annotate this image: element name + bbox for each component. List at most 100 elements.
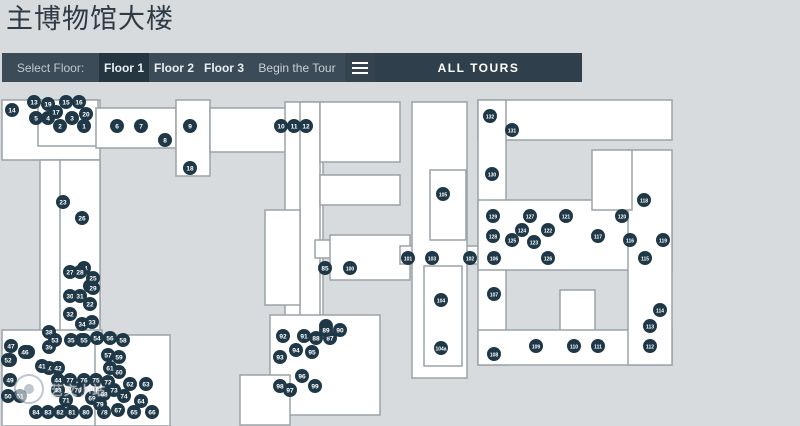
exhibit-marker-90[interactable]: 90 xyxy=(333,323,347,337)
exhibit-marker-8[interactable]: 8 xyxy=(158,133,172,147)
exhibit-marker-77[interactable]: 77 xyxy=(63,373,77,387)
exhibit-marker-125[interactable]: 125 xyxy=(505,233,519,247)
begin-tour-button[interactable]: Begin the Tour xyxy=(258,60,336,75)
exhibit-marker-18[interactable]: 18 xyxy=(183,161,197,175)
exhibit-marker-104a[interactable]: 104a xyxy=(434,341,448,355)
exhibit-marker-10[interactable]: 10 xyxy=(274,119,288,133)
exhibit-marker-100[interactable]: 100 xyxy=(343,261,357,275)
exhibit-marker-43[interactable]: 43 xyxy=(51,383,65,397)
exhibit-marker-13[interactable]: 13 xyxy=(27,95,41,109)
exhibit-marker-131[interactable]: 131 xyxy=(505,123,519,137)
exhibit-marker-107[interactable]: 107 xyxy=(487,287,501,301)
exhibit-marker-116[interactable]: 116 xyxy=(623,233,637,247)
exhibit-marker-102[interactable]: 102 xyxy=(463,251,477,265)
exhibit-marker-105[interactable]: 105 xyxy=(436,187,450,201)
exhibit-marker-106[interactable]: 106 xyxy=(487,251,501,265)
exhibit-marker-123[interactable]: 123 xyxy=(527,235,541,249)
exhibit-marker-83[interactable]: 83 xyxy=(41,405,55,419)
exhibit-marker-126[interactable]: 126 xyxy=(541,251,555,265)
exhibit-marker-114[interactable]: 114 xyxy=(653,303,667,317)
exhibit-marker-14[interactable]: 14 xyxy=(5,103,19,117)
exhibit-marker-41[interactable]: 41 xyxy=(35,359,49,373)
exhibit-marker-64[interactable]: 64 xyxy=(134,394,148,408)
exhibit-marker-61[interactable]: 61 xyxy=(103,361,117,375)
exhibit-marker-29[interactable]: 29 xyxy=(86,281,100,295)
exhibit-marker-128[interactable]: 128 xyxy=(486,229,500,243)
exhibit-marker-35[interactable]: 35 xyxy=(64,333,78,347)
exhibit-marker-30[interactable]: 30 xyxy=(63,289,77,303)
exhibit-marker-91[interactable]: 91 xyxy=(297,329,311,343)
exhibit-marker-89[interactable]: 89 xyxy=(319,323,333,337)
exhibit-marker-110[interactable]: 110 xyxy=(567,339,581,353)
exhibit-marker-2[interactable]: 2 xyxy=(53,119,67,133)
exhibit-marker-19[interactable]: 19 xyxy=(41,97,55,111)
exhibit-marker-85[interactable]: 85 xyxy=(318,261,332,275)
exhibit-marker-1[interactable]: 1 xyxy=(77,119,91,133)
exhibit-marker-47[interactable]: 47 xyxy=(4,339,18,353)
exhibit-marker-92[interactable]: 92 xyxy=(276,329,290,343)
exhibit-marker-7[interactable]: 7 xyxy=(134,119,148,133)
exhibit-marker-3[interactable]: 3 xyxy=(65,111,79,125)
exhibit-marker-32[interactable]: 32 xyxy=(63,307,77,321)
exhibit-marker-132[interactable]: 132 xyxy=(483,109,497,123)
exhibit-marker-55[interactable]: 55 xyxy=(77,333,91,347)
exhibit-marker-109[interactable]: 109 xyxy=(529,339,543,353)
exhibit-marker-81[interactable]: 81 xyxy=(65,405,79,419)
exhibit-marker-6[interactable]: 6 xyxy=(110,119,124,133)
exhibit-marker-112[interactable]: 112 xyxy=(643,339,657,353)
exhibit-marker-74[interactable]: 74 xyxy=(117,389,131,403)
exhibit-marker-53[interactable]: 53 xyxy=(48,333,62,347)
exhibit-marker-98[interactable]: 98 xyxy=(273,379,287,393)
exhibit-marker-11[interactable]: 11 xyxy=(287,119,301,133)
exhibit-marker-65[interactable]: 65 xyxy=(127,405,141,419)
exhibit-marker-99[interactable]: 99 xyxy=(308,379,322,393)
exhibit-marker-66[interactable]: 66 xyxy=(145,405,159,419)
exhibit-marker-62[interactable]: 62 xyxy=(123,377,137,391)
exhibit-marker-94[interactable]: 94 xyxy=(289,343,303,357)
exhibit-marker-95[interactable]: 95 xyxy=(305,345,319,359)
exhibit-marker-117[interactable]: 117 xyxy=(591,229,605,243)
exhibit-marker-49[interactable]: 49 xyxy=(3,373,17,387)
exhibit-marker-111[interactable]: 111 xyxy=(591,339,605,353)
exhibit-marker-103[interactable]: 103 xyxy=(425,251,439,265)
exhibit-marker-16[interactable]: 16 xyxy=(72,95,86,109)
exhibit-marker-34[interactable]: 34 xyxy=(75,317,89,331)
exhibit-marker-50[interactable]: 50 xyxy=(1,389,15,403)
exhibit-marker-27[interactable]: 27 xyxy=(63,265,77,279)
exhibit-marker-120[interactable]: 120 xyxy=(615,209,629,223)
exhibit-marker-12[interactable]: 12 xyxy=(299,119,313,133)
exhibit-marker-57[interactable]: 57 xyxy=(101,348,115,362)
exhibit-marker-96[interactable]: 96 xyxy=(295,369,309,383)
exhibit-marker-121[interactable]: 121 xyxy=(559,209,573,223)
exhibit-marker-42[interactable]: 42 xyxy=(51,361,65,375)
exhibit-marker-76[interactable]: 76 xyxy=(77,373,91,387)
exhibit-marker-119[interactable]: 119 xyxy=(656,233,670,247)
exhibit-marker-127[interactable]: 127 xyxy=(523,209,537,223)
exhibit-marker-54[interactable]: 54 xyxy=(90,331,104,345)
exhibit-marker-15[interactable]: 15 xyxy=(59,95,73,109)
exhibit-marker-20[interactable]: 20 xyxy=(79,107,93,121)
exhibit-marker-31[interactable]: 31 xyxy=(73,289,87,303)
exhibit-marker-75[interactable]: 75 xyxy=(89,373,103,387)
floor-3-button[interactable]: Floor 3 xyxy=(203,60,244,75)
exhibit-marker-71[interactable]: 71 xyxy=(59,393,73,407)
exhibit-marker-5[interactable]: 5 xyxy=(29,111,43,125)
exhibit-marker-82[interactable]: 82 xyxy=(53,405,67,419)
exhibit-marker-122[interactable]: 122 xyxy=(541,223,555,237)
floor-2-button[interactable]: Floor 2 xyxy=(153,60,194,75)
exhibit-marker-23[interactable]: 23 xyxy=(56,195,70,209)
exhibit-marker-84[interactable]: 84 xyxy=(29,405,43,419)
exhibit-marker-25[interactable]: 25 xyxy=(86,271,100,285)
exhibit-marker-88[interactable]: 88 xyxy=(309,331,323,345)
exhibit-marker-52[interactable]: 52 xyxy=(1,353,15,367)
exhibit-marker-9[interactable]: 9 xyxy=(183,119,197,133)
exhibit-marker-115[interactable]: 115 xyxy=(638,251,652,265)
exhibit-marker-44[interactable]: 44 xyxy=(51,373,65,387)
exhibit-marker-93[interactable]: 93 xyxy=(273,350,287,364)
exhibit-marker-26[interactable]: 26 xyxy=(75,211,89,225)
exhibit-marker-124[interactable]: 124 xyxy=(515,223,529,237)
exhibit-marker-59[interactable]: 59 xyxy=(112,350,126,364)
all-tours-button[interactable]: ALL TOURS xyxy=(375,53,582,82)
exhibit-marker-101[interactable]: 101 xyxy=(401,251,415,265)
exhibit-marker-130[interactable]: 130 xyxy=(485,167,499,181)
